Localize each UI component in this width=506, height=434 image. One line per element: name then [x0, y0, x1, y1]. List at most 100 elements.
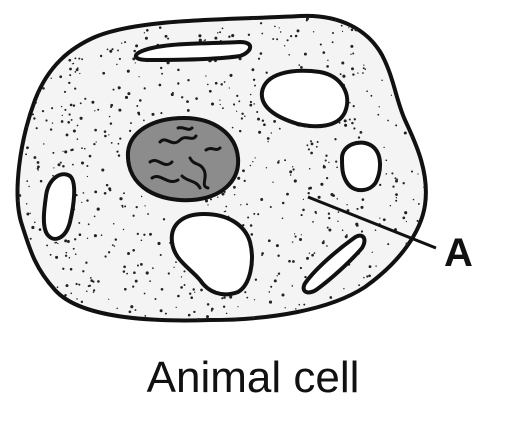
stipple-dot — [224, 210, 227, 213]
stipple-dot — [406, 278, 410, 282]
stipple-dot — [228, 87, 230, 89]
stipple-dot — [63, 90, 67, 93]
stipple-dot — [107, 251, 111, 254]
stipple-dot — [223, 81, 226, 83]
stipple-dot — [117, 142, 120, 145]
stipple-dot — [108, 115, 111, 118]
stipple-dot — [19, 259, 21, 262]
stipple-dot — [244, 115, 246, 117]
stipple-dot — [421, 280, 423, 282]
stipple-dot — [422, 223, 426, 227]
stipple-dot — [417, 202, 420, 205]
stipple-dot — [147, 213, 150, 215]
stipple-dot — [59, 161, 62, 164]
stipple-dot — [121, 42, 123, 44]
stipple-dot — [385, 159, 388, 162]
stipple-dot — [278, 27, 280, 29]
stipple-dot — [20, 254, 23, 257]
stipple-dot — [99, 54, 103, 58]
stipple-dot — [151, 112, 155, 116]
stipple-dot — [420, 39, 423, 42]
stipple-dot — [203, 39, 205, 42]
stipple-dot — [62, 164, 65, 168]
stipple-dot — [117, 154, 121, 157]
stipple-dot — [249, 100, 252, 104]
stipple-dot — [259, 52, 263, 55]
stipple-dot — [289, 170, 293, 174]
stipple-dot — [33, 156, 37, 159]
stipple-dot — [43, 143, 45, 145]
stipple-dot — [25, 68, 28, 71]
stipple-dot — [124, 22, 128, 25]
stipple-dot — [354, 28, 358, 32]
stipple-dot — [49, 62, 52, 65]
stipple-dot — [123, 287, 127, 291]
stipple-dot — [308, 252, 311, 254]
stipple-dot — [220, 83, 223, 86]
stipple-dot — [68, 113, 71, 116]
stipple-dot — [23, 321, 25, 323]
stipple-dot — [127, 252, 130, 255]
stipple-dot — [353, 127, 356, 130]
stipple-dot — [143, 119, 145, 122]
stipple-dot — [277, 161, 280, 164]
stipple-dot — [217, 32, 219, 34]
stipple-dot — [160, 287, 164, 291]
stipple-dot — [293, 179, 297, 183]
stipple-dot — [33, 117, 36, 120]
stipple-dot — [136, 264, 140, 267]
stipple-dot — [324, 159, 327, 162]
stipple-dot — [383, 146, 385, 149]
stipple-dot — [310, 319, 313, 321]
stipple-dot — [111, 244, 114, 247]
stipple-dot — [423, 67, 426, 69]
stipple-dot — [91, 100, 95, 104]
stipple-dot — [67, 29, 70, 32]
stipple-dot — [74, 253, 77, 255]
vacuole-bottom-center — [169, 211, 254, 297]
stipple-dot — [111, 48, 114, 51]
stipple-dot — [14, 110, 17, 113]
stipple-dot — [64, 254, 68, 257]
stipple-dot — [20, 261, 24, 265]
stipple-dot — [83, 147, 86, 150]
stipple-dot — [268, 291, 271, 293]
stipple-dot — [15, 143, 17, 145]
stipple-dot — [316, 141, 319, 143]
stipple-dot — [405, 220, 407, 223]
stipple-dot — [290, 35, 293, 38]
stipple-dot — [295, 308, 297, 310]
stipple-dot — [382, 218, 386, 222]
stipple-dot — [418, 84, 422, 88]
stipple-dot — [144, 205, 146, 207]
stipple-dot — [291, 166, 294, 168]
stipple-dot — [210, 307, 214, 311]
stipple-dot — [417, 173, 419, 175]
stipple-dot — [310, 151, 313, 155]
stipple-dot — [25, 203, 28, 205]
stipple-dot — [31, 304, 34, 307]
stipple-dot — [374, 229, 377, 231]
stipple-dot — [348, 27, 350, 29]
stipple-dot — [225, 312, 228, 315]
stipple-dot — [424, 126, 426, 130]
stipple-dot — [410, 84, 414, 87]
stipple-dot — [143, 292, 146, 295]
stipple-dot — [17, 281, 20, 286]
stipple-dot — [160, 66, 163, 70]
stipple-dot — [57, 242, 59, 245]
stipple-dot — [402, 182, 405, 185]
stipple-dot — [204, 39, 207, 41]
stipple-dot — [24, 78, 26, 81]
stipple-dot — [434, 57, 436, 59]
stipple-dot — [402, 216, 406, 220]
stipple-dot — [300, 214, 303, 217]
stipple-dot — [415, 270, 417, 272]
stipple-dot — [256, 110, 259, 114]
stipple-dot — [45, 12, 47, 14]
stipple-dot — [261, 252, 264, 255]
stipple-dot — [164, 34, 168, 38]
stipple-dot — [136, 105, 139, 107]
stipple-dot — [104, 255, 107, 258]
